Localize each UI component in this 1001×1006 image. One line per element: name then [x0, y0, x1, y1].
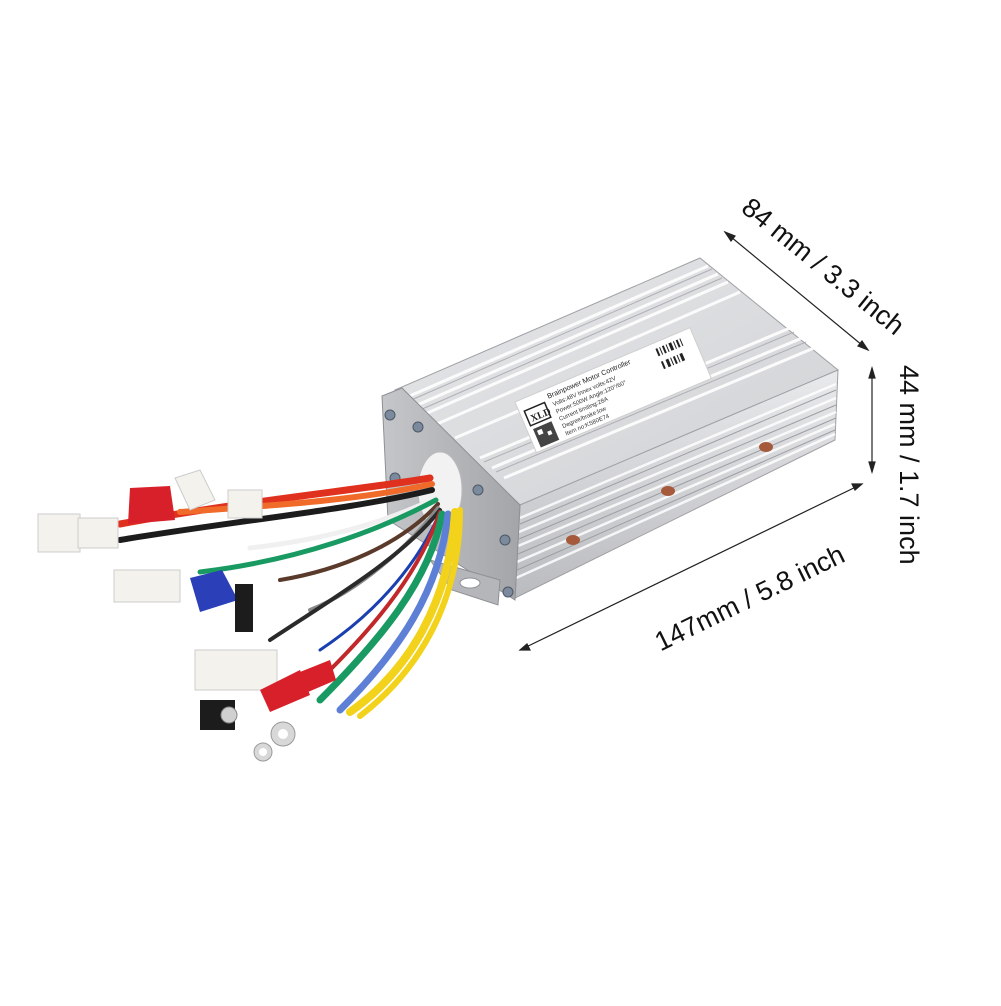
side-screws — [566, 442, 773, 545]
connector-blue — [190, 570, 238, 612]
connector-white-2pin — [227, 489, 263, 519]
connector-white-6pin — [194, 649, 278, 691]
connector-white-large — [37, 513, 81, 553]
product-label: XLD Brainpower Motor Controller Volts:48… — [514, 327, 713, 454]
terminal-red — [260, 670, 310, 712]
wire-harness — [116, 474, 463, 719]
connector-white-medium — [113, 569, 181, 603]
barcode-icon — [655, 338, 686, 370]
height-dimension-label: 44 mm / 1.7 inch — [894, 365, 924, 565]
connectors — [37, 469, 336, 762]
connector-white — [174, 469, 216, 511]
dimension-lines — [518, 230, 876, 651]
width-dimension-line — [724, 231, 869, 351]
connector-red — [128, 486, 175, 524]
length-dimension-line — [519, 483, 863, 651]
